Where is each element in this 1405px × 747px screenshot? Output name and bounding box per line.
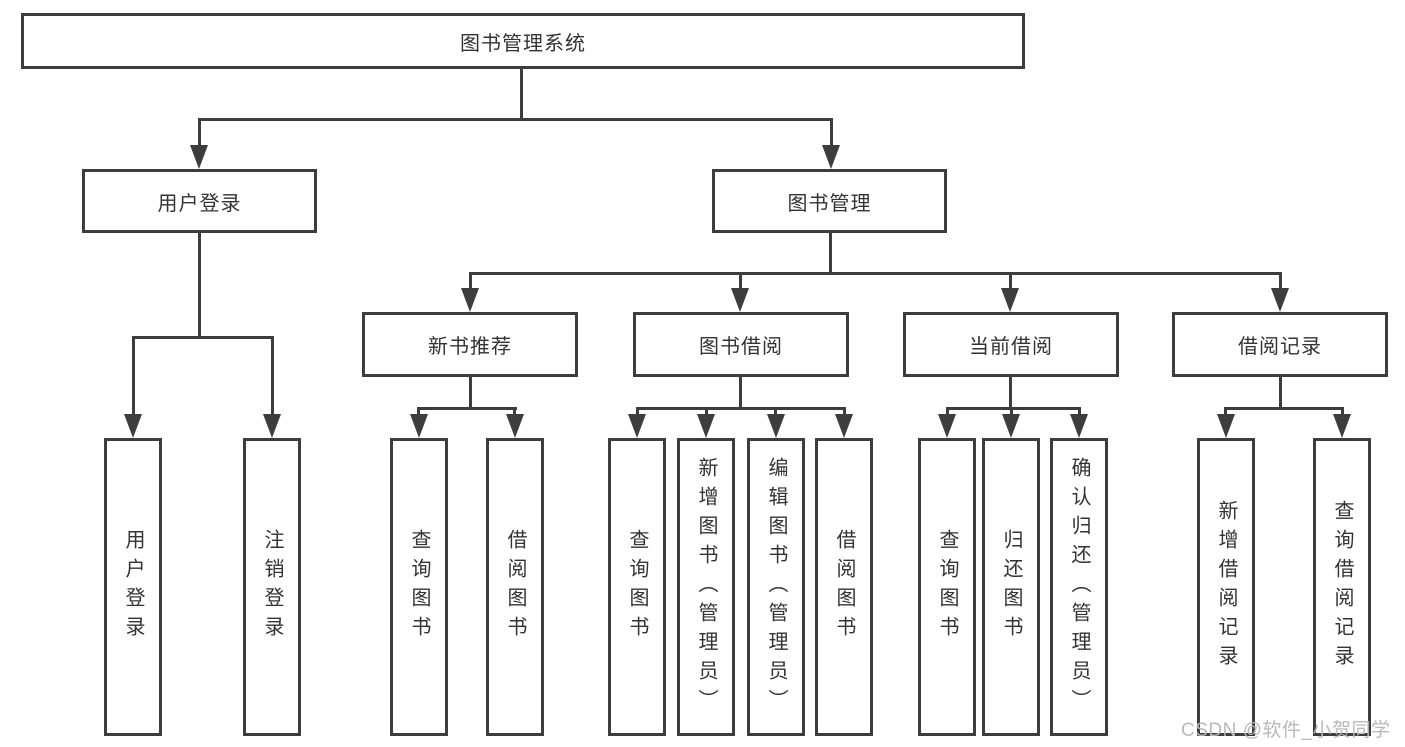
arrow-down-icon xyxy=(835,414,853,438)
leaf-logout: 注销登录 xyxy=(243,438,301,736)
connector-line xyxy=(1279,272,1282,294)
leaf-return-books: 归还图书 xyxy=(982,438,1040,736)
node-label: 当前借阅 xyxy=(969,336,1053,358)
connector-line xyxy=(636,407,846,410)
leaf-label: 查询借阅记录 xyxy=(1331,500,1353,674)
connector-line xyxy=(1279,377,1282,410)
arrow-down-icon xyxy=(731,288,749,312)
connector-line xyxy=(946,407,949,420)
connector-line xyxy=(132,336,274,339)
connector-line xyxy=(417,407,420,420)
connector-line xyxy=(1224,407,1344,410)
connector-line xyxy=(774,407,777,420)
arrow-down-icon xyxy=(767,414,785,438)
connector-line xyxy=(469,272,472,294)
connector-line xyxy=(705,407,708,420)
leaf-label: 查询图书 xyxy=(936,529,958,645)
connector-line xyxy=(520,69,523,121)
node-book-management: 图书管理 xyxy=(712,169,947,233)
leaf-query-books-current: 查询图书 xyxy=(918,438,976,736)
leaf-label: 归还图书 xyxy=(1000,529,1022,645)
node-label: 图书借阅 xyxy=(699,336,783,358)
connector-line xyxy=(132,336,135,420)
arrow-down-icon xyxy=(1271,288,1289,312)
node-user-login: 用户登录 xyxy=(82,169,317,233)
leaf-label: 借阅图书 xyxy=(833,529,855,645)
leaf-label: 新增图书（管理员） xyxy=(695,456,717,718)
connector-line xyxy=(1224,407,1227,420)
node-library-management-system: 图书管理系统 xyxy=(21,13,1025,69)
connector-line xyxy=(1009,272,1012,294)
node-new-book-recommend: 新书推荐 xyxy=(362,312,578,377)
connector-line xyxy=(198,118,201,148)
node-label: 图书管理 xyxy=(787,192,872,215)
node-label: 借阅记录 xyxy=(1238,336,1322,358)
connector-line xyxy=(636,407,639,420)
connector-line xyxy=(1078,407,1081,420)
leaf-label: 查询图书 xyxy=(408,529,430,645)
arrow-down-icon xyxy=(1070,414,1088,438)
node-label: 新书推荐 xyxy=(428,336,512,358)
leaf-query-books-recommend: 查询图书 xyxy=(390,438,448,736)
arrow-down-icon xyxy=(190,145,208,169)
node-book-borrowing: 图书借阅 xyxy=(633,312,849,377)
connector-line xyxy=(513,407,516,420)
leaf-query-books-borrow: 查询图书 xyxy=(608,438,666,736)
connector-line xyxy=(1009,377,1012,410)
connector-line xyxy=(469,377,472,410)
leaf-label: 借阅图书 xyxy=(504,529,526,645)
connector-line xyxy=(739,377,742,410)
connector-line xyxy=(271,336,274,420)
arrow-down-icon xyxy=(1333,414,1351,438)
leaf-label: 编辑图书（管理员） xyxy=(765,456,787,718)
connector-line xyxy=(417,407,517,410)
connector-line xyxy=(198,118,833,121)
arrow-down-icon xyxy=(506,414,524,438)
leaf-label: 新增借阅记录 xyxy=(1215,500,1237,674)
node-borrowing-records: 借阅记录 xyxy=(1172,312,1388,377)
leaf-label: 用户登录 xyxy=(122,529,144,645)
arrow-down-icon xyxy=(410,414,428,438)
node-label: 用户登录 xyxy=(157,192,242,215)
connector-line xyxy=(469,272,1282,275)
leaf-add-books-admin: 新增图书（管理员） xyxy=(677,438,735,736)
leaf-label: 注销登录 xyxy=(261,529,283,645)
leaf-label: 查询图书 xyxy=(626,529,648,645)
arrow-down-icon xyxy=(938,414,956,438)
leaf-borrow-books: 借阅图书 xyxy=(815,438,873,736)
node-current-borrowing: 当前借阅 xyxy=(903,312,1119,377)
connector-line xyxy=(946,407,1080,410)
connector-line xyxy=(829,233,832,275)
connector-line xyxy=(198,233,201,339)
arrow-down-icon xyxy=(1217,414,1235,438)
leaf-confirm-return-admin: 确认归还（管理员） xyxy=(1050,438,1108,736)
watermark: CSDN @软件_小贺同学 xyxy=(1181,720,1391,741)
arrow-down-icon xyxy=(263,414,281,438)
connector-line xyxy=(739,272,742,294)
arrow-down-icon xyxy=(1002,414,1020,438)
arrow-down-icon xyxy=(1001,288,1019,312)
node-label: 图书管理系统 xyxy=(460,32,586,55)
arrow-down-icon xyxy=(461,288,479,312)
leaf-edit-books-admin: 编辑图书（管理员） xyxy=(747,438,805,736)
arrow-down-icon xyxy=(697,414,715,438)
arrow-down-icon xyxy=(628,414,646,438)
leaf-user-login: 用户登录 xyxy=(104,438,162,736)
connector-line xyxy=(830,118,833,148)
leaf-query-borrow-record: 查询借阅记录 xyxy=(1313,438,1371,736)
leaf-borrow-books-recommend: 借阅图书 xyxy=(486,438,544,736)
leaf-label: 确认归还（管理员） xyxy=(1068,456,1090,718)
connector-line xyxy=(1341,407,1344,420)
arrow-down-icon xyxy=(124,414,142,438)
connector-line xyxy=(843,407,846,420)
arrow-down-icon xyxy=(822,145,840,169)
connector-line xyxy=(1010,407,1013,420)
leaf-add-borrow-record: 新增借阅记录 xyxy=(1197,438,1255,736)
